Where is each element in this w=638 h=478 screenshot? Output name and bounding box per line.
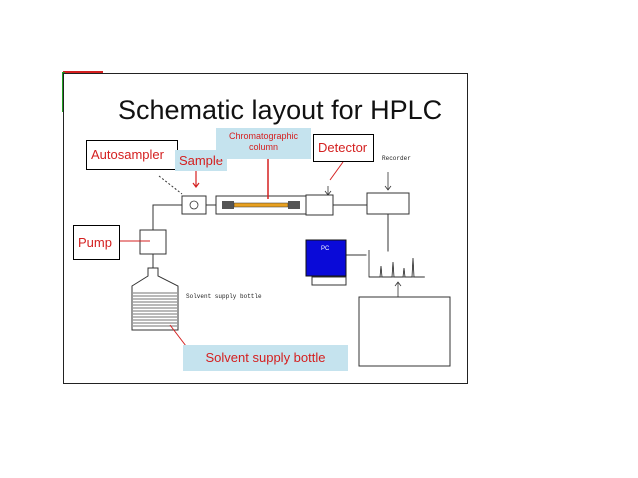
chromatogram-axis <box>368 250 425 278</box>
autosampler-callout: Autosampler <box>86 140 178 170</box>
injector-valve-icon <box>189 200 199 210</box>
sample-pointer-arrow <box>192 169 200 188</box>
pc-base <box>311 276 347 286</box>
detector-pointer-line <box>329 161 344 181</box>
corner-mark-red <box>63 71 103 74</box>
column-callout-line1: Chromatographic <box>228 131 299 141</box>
recorder-box <box>366 192 410 215</box>
detector-input-arrow <box>324 186 332 196</box>
chromatogram-frame <box>366 251 426 280</box>
recorder-label: Recorder <box>382 155 411 162</box>
recorder-input-arrow <box>384 172 392 191</box>
column-fitting-left <box>222 201 234 209</box>
column-tube <box>233 202 289 208</box>
solvent-bottle-liquid <box>133 292 177 327</box>
slide-title: Schematic layout for HPLC <box>118 95 443 125</box>
pc-label: PC <box>321 246 330 252</box>
pc-screen <box>305 239 347 277</box>
detector-callout: Detector <box>313 134 374 162</box>
pump-box <box>139 229 167 255</box>
autosampler-dashed-arrow <box>158 175 183 195</box>
column-fitting-right <box>288 201 300 209</box>
pump-callout: Pump <box>73 225 120 260</box>
output-box <box>358 296 451 367</box>
solvent-bottle-small-label: Solvent supply bottle <box>186 293 262 300</box>
solvent-pointer-line <box>169 324 187 347</box>
output-arrow <box>394 281 402 297</box>
detector-box <box>305 194 334 216</box>
solvent-supply-bottle-callout: Solvent supply bottle <box>183 345 348 371</box>
injector-box <box>181 195 207 215</box>
column-callout-line2: column <box>248 142 278 152</box>
sample-callout: Sample <box>175 150 227 171</box>
flow-line-pump-to-injector <box>152 204 182 230</box>
chromatographic-column-callout: Chromatographic column <box>216 128 311 159</box>
